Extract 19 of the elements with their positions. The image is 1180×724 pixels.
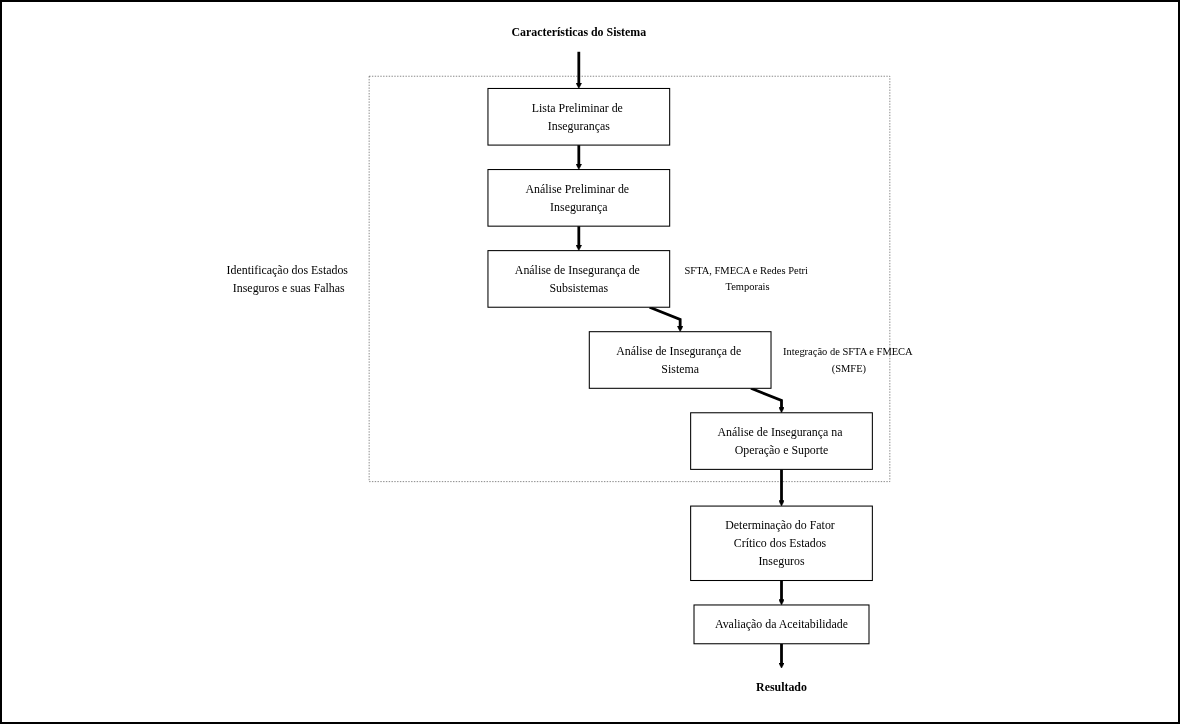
arrow	[575, 145, 582, 170]
node-box: Análise de Insegurança de Sistema	[588, 331, 772, 389]
arrow	[778, 643, 785, 669]
arrow	[575, 226, 582, 251]
node-box: Análise de Insegurança de Subsistemas	[487, 250, 671, 308]
node-text: Resultado	[756, 680, 807, 695]
node-box: Análise de Insegurança na Operação e Suporte	[690, 412, 873, 470]
arrow	[750, 387, 785, 414]
node-label: Integração de SFTA e FMECA (SMFE)	[783, 346, 913, 374]
node-box: Avaliação da Aceitabilidade	[693, 604, 870, 645]
node-label: SFTA, FMECA e Redes Petri Temporais	[684, 265, 809, 293]
node-text: Características do Sistema	[511, 25, 647, 39]
arrow	[778, 580, 785, 606]
node-label: Identificação dos Estados Inseguros e suas Falhas	[226, 263, 348, 295]
node-box: Lista Preliminar de Inseguranças	[487, 87, 671, 146]
arrow	[575, 51, 582, 89]
node-box: Análise Preliminar de Insegurança	[487, 169, 671, 227]
arrow	[778, 469, 785, 507]
node-box: Determinação do Fator Crítico dos Estados Inseguros	[690, 505, 873, 582]
